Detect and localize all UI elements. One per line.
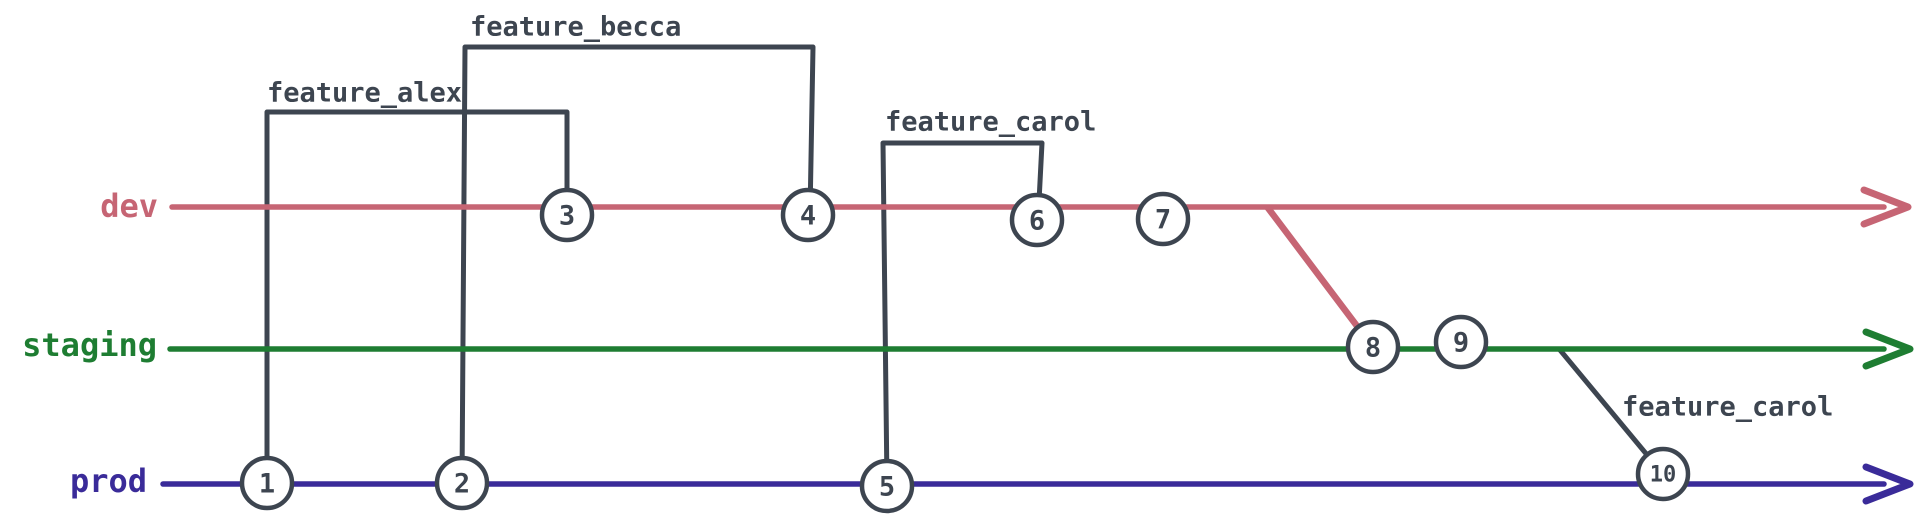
arrowhead-icon-prod — [1862, 463, 1914, 505]
arrowhead-icon-dev — [1860, 186, 1912, 228]
commit-node-7 — [1135, 191, 1191, 247]
merge-line-dev-to-staging — [1264, 204, 1364, 334]
commit-number-10: 10 — [1650, 463, 1677, 488]
commit-number-6: 6 — [1029, 206, 1045, 237]
arrowhead-icon-staging — [1862, 328, 1914, 370]
commit-number-3: 3 — [559, 201, 575, 232]
feature-branch-path-feature_alex — [264, 109, 570, 486]
commit-node-9 — [1433, 314, 1489, 370]
commit-node-6 — [1009, 192, 1065, 248]
commit-number-9: 9 — [1453, 328, 1469, 359]
feature-branch-path-feature_becca — [459, 44, 816, 486]
branch-label-prod: prod — [70, 462, 147, 500]
feature-branch-path-feature_carol — [880, 140, 1045, 489]
branch-label-staging: staging — [22, 326, 157, 364]
commit-node-8 — [1345, 319, 1401, 375]
commit-number-5: 5 — [879, 472, 895, 503]
commit-number-7: 7 — [1155, 205, 1171, 236]
commit-number-4: 4 — [800, 201, 816, 232]
commit-number-8: 8 — [1365, 333, 1381, 364]
feature-label-2-feature_carol: feature_carol — [885, 107, 1096, 138]
branch-label-dev: dev — [100, 187, 158, 225]
commit-node-2 — [434, 455, 490, 511]
commit-number-2: 2 — [454, 469, 470, 500]
feature-label-1-feature_becca: feature_becca — [470, 12, 681, 43]
commit-node-10 — [1635, 446, 1691, 502]
commit-node-4 — [780, 187, 836, 243]
feature-branch-path-feature_carol — [1557, 347, 1651, 459]
commit-node-3 — [539, 187, 595, 243]
commit-node-5 — [859, 458, 915, 514]
commit-node-1 — [239, 455, 295, 511]
commit-number-1: 1 — [259, 469, 275, 500]
feature-label-0-feature_alex: feature_alex — [267, 78, 462, 109]
feature-label-3-feature_carol: feature_carol — [1622, 392, 1833, 423]
